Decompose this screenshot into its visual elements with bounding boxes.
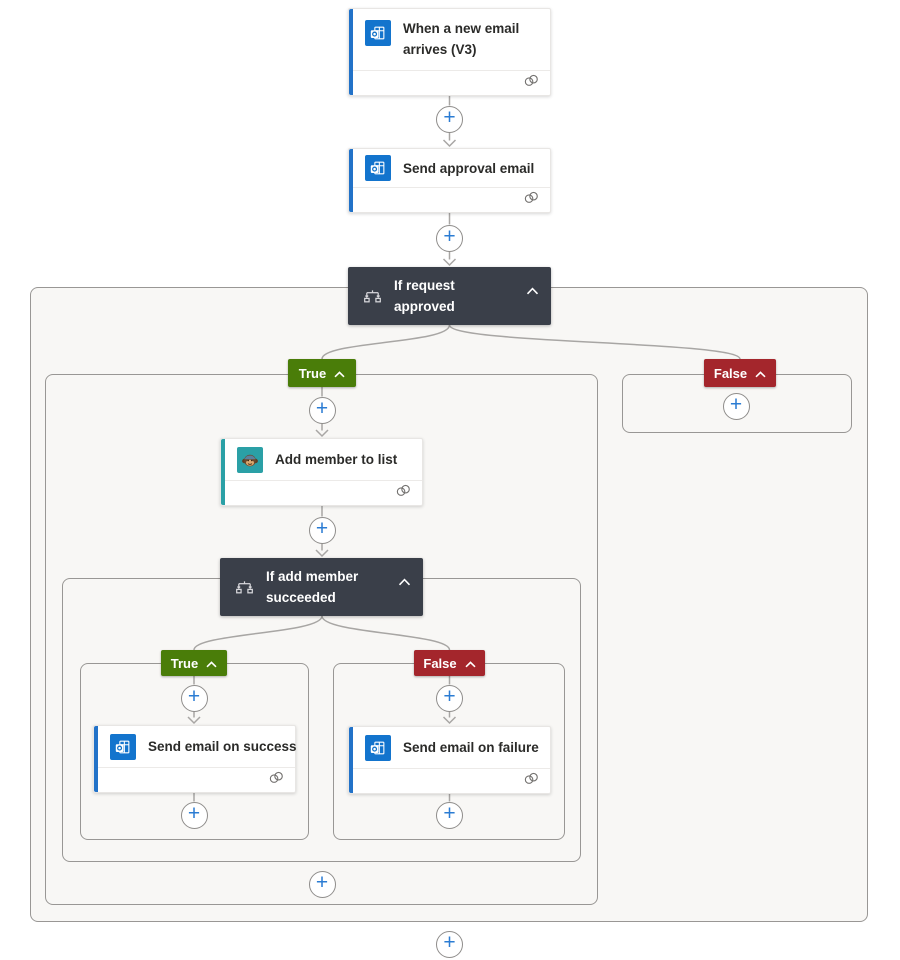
chevron-up-icon[interactable] <box>526 282 539 300</box>
condition-icon <box>235 578 254 597</box>
condition-card-if-add-member-succeeded[interactable]: If add member succeeded <box>220 558 423 616</box>
insert-step-button[interactable] <box>436 684 463 712</box>
trigger-card-when-new-email-arrives[interactable]: When a new email arrives (V3) <box>348 8 551 96</box>
insert-step-button[interactable] <box>436 105 463 133</box>
outlook-icon <box>365 155 391 181</box>
action-card-send-approval-email[interactable]: Send approval email <box>348 148 551 213</box>
card-title: When a new email arrives (V3) <box>403 21 520 57</box>
insert-step-button[interactable] <box>180 684 208 712</box>
action-card-send-email-on-failure[interactable]: Send email on failure <box>348 726 551 794</box>
condition-card-if-request-approved[interactable]: If request approved <box>348 267 551 325</box>
mailchimp-icon <box>237 446 263 473</box>
insert-step-button[interactable] <box>308 870 336 898</box>
card-title: Send email on success <box>148 739 297 754</box>
card-accent-bar <box>94 726 98 792</box>
insert-step-button[interactable] <box>308 516 336 544</box>
action-card-add-member-to-list[interactable]: Add member to list <box>220 438 423 506</box>
arrow-down-icon <box>442 139 457 148</box>
outlook-icon <box>110 733 136 760</box>
card-title: Send email on failure <box>403 740 539 755</box>
badge-label: True <box>170 655 199 671</box>
connection-icon <box>395 484 412 502</box>
insert-step-button[interactable] <box>308 396 336 424</box>
chevron-up-icon <box>334 366 345 381</box>
card-accent-bar <box>349 727 353 793</box>
chevron-up-icon <box>465 656 476 671</box>
chevron-up-icon <box>206 656 217 671</box>
inner-true-branch-badge[interactable]: True <box>161 650 227 676</box>
condition-title: If request approved <box>394 278 455 314</box>
true-branch-badge[interactable]: True <box>288 359 356 387</box>
outlook-icon <box>365 20 391 46</box>
inner-false-branch-badge[interactable]: False <box>414 650 485 676</box>
card-title: Add member to list <box>275 452 398 467</box>
connection-icon <box>523 191 540 209</box>
card-title: Send approval email <box>403 160 535 176</box>
connection-icon <box>268 771 285 789</box>
insert-step-button[interactable] <box>722 392 750 420</box>
condition-icon <box>363 287 382 306</box>
card-accent-bar <box>221 439 225 505</box>
card-accent-bar <box>349 9 353 95</box>
false-branch-badge[interactable]: False <box>704 359 776 387</box>
insert-step-button[interactable] <box>436 801 463 829</box>
insert-step-button[interactable] <box>436 930 463 958</box>
connection-icon <box>523 74 540 92</box>
chevron-up-icon <box>755 366 766 381</box>
badge-label: False <box>713 365 748 381</box>
arrow-down-icon <box>442 258 457 267</box>
chevron-up-icon[interactable] <box>398 573 411 591</box>
badge-label: False <box>423 655 457 671</box>
badge-label: True <box>298 365 327 381</box>
action-card-send-email-on-success[interactable]: Send email on success <box>93 725 297 793</box>
insert-step-button[interactable] <box>180 801 208 829</box>
outlook-icon <box>365 734 391 761</box>
card-accent-bar <box>349 149 353 212</box>
connection-icon <box>523 772 540 790</box>
condition-title: If add member succeeded <box>266 569 359 605</box>
insert-step-button[interactable] <box>436 224 463 252</box>
